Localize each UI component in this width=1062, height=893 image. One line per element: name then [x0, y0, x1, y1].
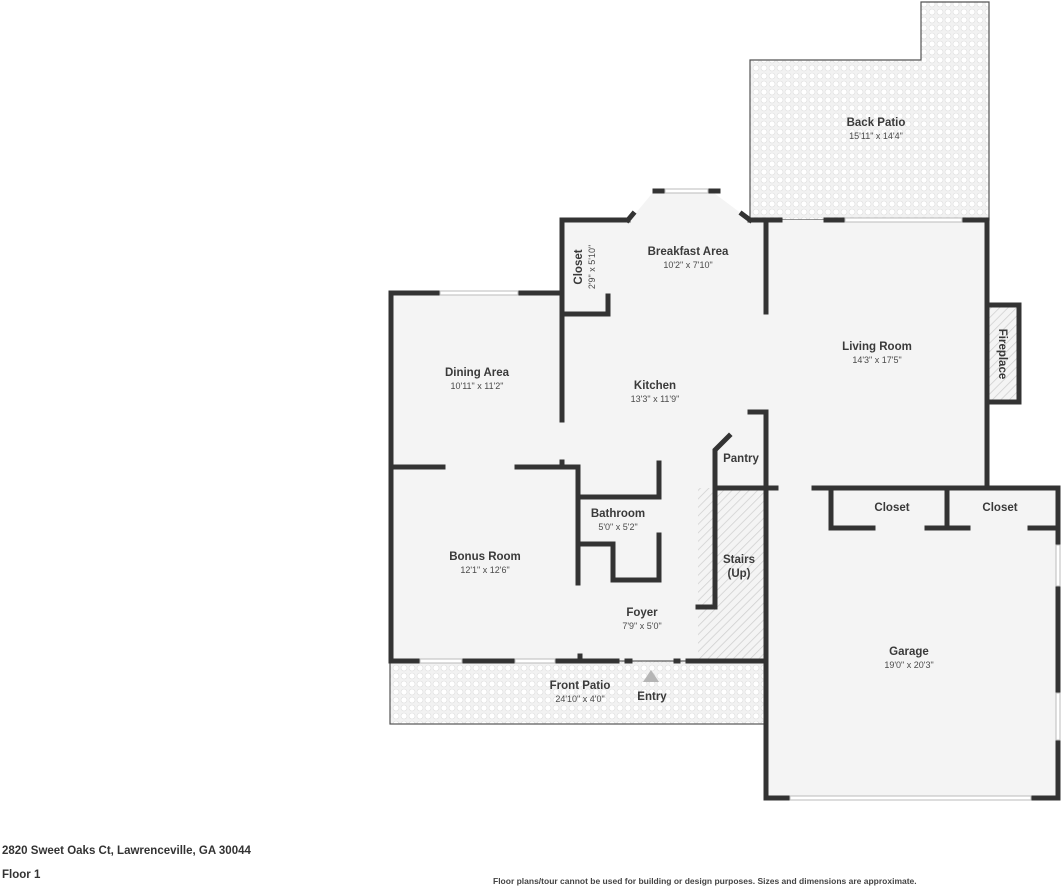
room-label-breakfast-area: Breakfast Area 10'2" x 7'10": [648, 245, 729, 271]
room-label-closet-garage-1: Closet: [874, 501, 909, 515]
room-name: Closet: [982, 502, 1018, 514]
room-name: Stairs: [723, 554, 755, 566]
room-label-fireplace: Fireplace: [995, 329, 1009, 380]
interior-floor: [391, 190, 1058, 798]
room-dims: 19'0" x 20'3": [884, 660, 934, 670]
room-name: Living Room: [842, 341, 912, 353]
room-label-garage: Garage 19'0" x 20'3": [884, 645, 933, 671]
room-name: Pantry: [723, 453, 759, 465]
room-label-closet-breakfast: Closet 2'9" x 5'10": [572, 245, 598, 289]
room-dims: 14'3" x 17'5": [852, 355, 902, 365]
room-label-bathroom: Bathroom 5'0" x 5'2": [591, 507, 645, 533]
floor-label: Floor 1: [2, 869, 41, 881]
room-label-front-patio: Front Patio 24'10" x 4'0": [550, 679, 611, 705]
room-dims: 2'9" x 5'10": [587, 244, 597, 290]
room-name: Bonus Room: [449, 551, 521, 563]
room-name: Dining Area: [444, 367, 510, 379]
room-dims: 12'1" x 12'6": [460, 565, 510, 575]
room-name-suffix: (Up): [727, 568, 751, 580]
front-patio: [389, 660, 766, 725]
disclaimer: Floor plans/tour cannot be used for buil…: [493, 876, 917, 886]
room-dims: 15'11" x 14'4": [849, 131, 903, 141]
room-label-kitchen: Kitchen 13'3" x 11'9": [631, 379, 680, 405]
room-label-closet-garage-2: Closet: [982, 501, 1017, 515]
room-label-entry: Entry: [637, 690, 666, 704]
room-label-dining-area: Dining Area 10'11" x 11'2": [445, 366, 509, 392]
room-label-back-patio: Back Patio 15'11" x 14'4": [847, 116, 906, 142]
walls: [388, 188, 1061, 801]
room-dims: 10'11" x 11'2": [450, 381, 504, 391]
room-name: Breakfast Area: [647, 246, 729, 258]
room-name: Garage: [889, 646, 929, 658]
room-name: Back Patio: [846, 117, 906, 129]
property-address: 2820 Sweet Oaks Ct, Lawrenceville, GA 30…: [2, 845, 251, 857]
room-name: Front Patio: [549, 680, 611, 692]
room-name: Fireplace: [996, 328, 1008, 380]
room-name: Kitchen: [633, 380, 677, 392]
windows: [419, 188, 1061, 801]
room-name: Entry: [637, 691, 667, 703]
room-label-bonus-room: Bonus Room 12'1" x 12'6": [449, 550, 521, 576]
room-name: Foyer: [626, 607, 658, 619]
room-dims: 5'0" x 5'2": [598, 522, 638, 532]
room-label-foyer: Foyer 7'9" x 5'0": [622, 606, 661, 632]
room-name: Bathroom: [590, 508, 646, 520]
entry-arrow-icon: [643, 670, 659, 682]
room-dims: 10'2" x 7'10": [663, 260, 713, 270]
room-dims: 13'3" x 11'9": [630, 394, 680, 404]
room-label-stairs: Stairs (Up): [723, 553, 755, 581]
room-name: Closet: [874, 502, 910, 514]
room-label-pantry: Pantry: [723, 452, 759, 466]
room-name: Closet: [573, 249, 585, 285]
room-dims: 7'9" x 5'0": [622, 621, 662, 631]
room-label-living-room: Living Room 14'3" x 17'5": [842, 340, 912, 366]
room-dims: 24'10" x 4'0": [555, 694, 605, 704]
back-patio: [749, 1, 990, 221]
